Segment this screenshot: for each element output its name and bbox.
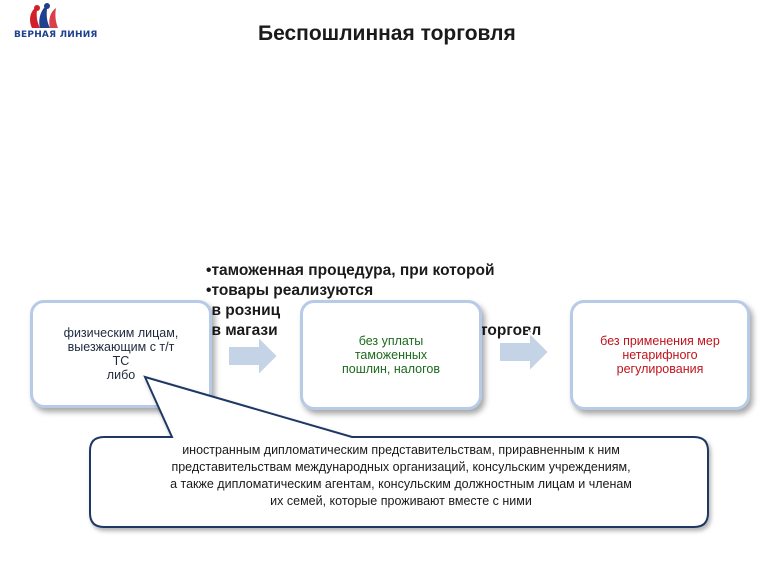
callout-line: их семей, которые проживают вместе с ним…	[270, 494, 532, 508]
company-logo	[30, 3, 58, 28]
box-line: либо	[106, 368, 136, 382]
bullet-item: товары реализуются	[206, 281, 586, 301]
no-duties-box: без уплаты таможенных пошлин, налогов	[300, 300, 482, 410]
box-line: без применения мер	[600, 334, 720, 348]
box-line: пошлин, налогов	[342, 362, 440, 376]
right-arrow-icon	[227, 334, 280, 378]
no-duties-box-text: без уплаты таможенных пошлин, налогов	[342, 334, 440, 376]
callout-text: иностранным дипломатическим представител…	[96, 442, 706, 510]
box-line: физическим лицам,	[63, 326, 179, 340]
bullet-item: в розниц	[206, 301, 586, 321]
bullet-item-text: в магази	[211, 322, 278, 339]
box-line: нетарифного	[622, 348, 698, 362]
no-nontariff-measures-box: без применения мер нетарифного регулиров…	[570, 300, 750, 410]
box-line: ТС	[112, 354, 130, 368]
callout-line: а также дипломатическим агентам, консуль…	[170, 477, 632, 491]
bullet-item: в магази торговл	[206, 321, 586, 341]
logo-figures-icon	[30, 3, 58, 28]
logo-text: ВЕРНАЯ ЛИНИЯ	[14, 30, 98, 40]
page-title: Беспошлинная торговля	[258, 22, 516, 45]
no-nontariff-measures-box-text: без применения мер нетарифного регулиров…	[600, 334, 720, 376]
box-line: без уплаты	[358, 334, 424, 348]
right-arrow-icon	[498, 330, 551, 374]
recipients-box-text: физическим лицам, выезжающим с т/т ТС ли…	[64, 326, 179, 382]
bullet-item-tail: торговл	[480, 322, 542, 339]
box-line: таможенных	[354, 348, 428, 362]
callout-line: представительствам международных организ…	[171, 460, 631, 474]
bullet-item: таможенная процедура, при которой	[206, 261, 586, 281]
procedure-bullet-list: таможенная процедура, при которой товары…	[206, 261, 586, 341]
box-line: регулирования	[616, 362, 704, 376]
box-line: выезжающим с т/т	[67, 340, 175, 354]
callout-line: иностранным дипломатическим представител…	[182, 443, 620, 457]
